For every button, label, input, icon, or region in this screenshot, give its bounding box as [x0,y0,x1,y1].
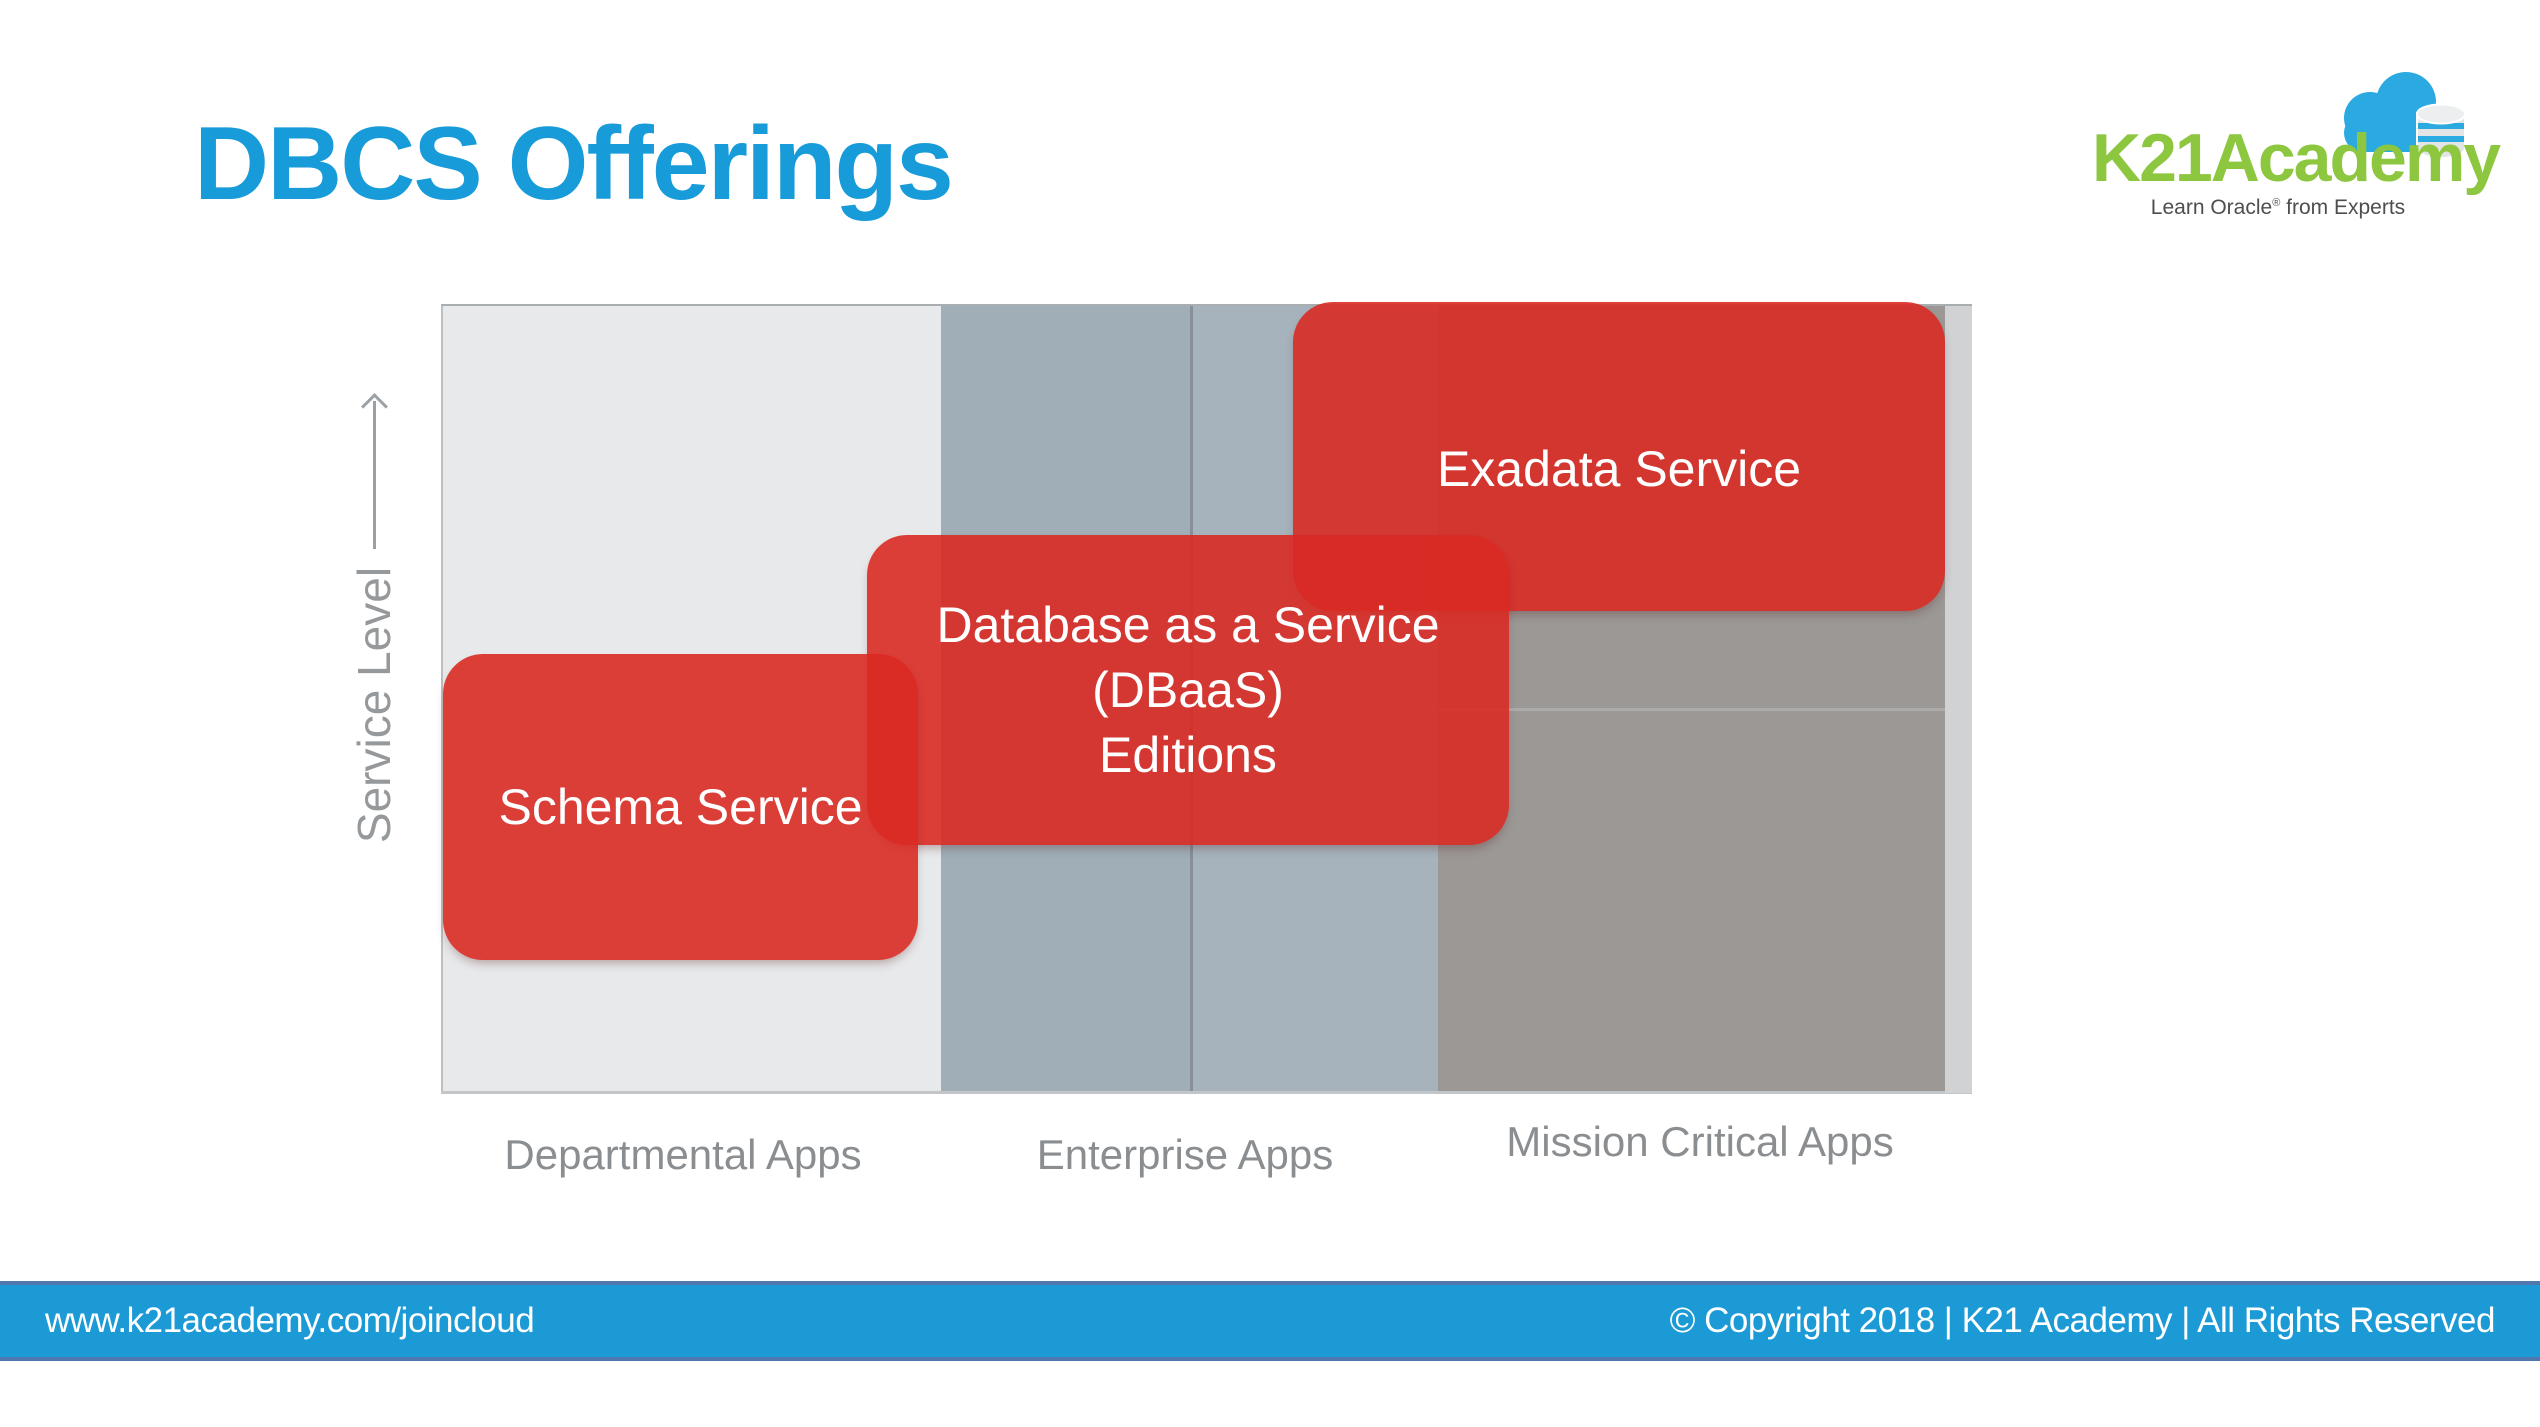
x-label-departmental-apps: Departmental Apps [504,1131,862,1178]
box-label-line1: Database as a Service [936,596,1440,653]
box-label: Schema Service [498,778,863,835]
plot-border-bottom [441,1091,1972,1094]
page-title: DBCS Offerings [194,106,954,222]
y-axis-label: Service Level [348,566,400,844]
logo-wordmark: K21Academy [2092,120,2501,196]
box-label: Exadata Service [1436,441,1802,497]
box-exadata-service: Exadata Service [1293,302,1945,611]
logo-tagline: Learn Oracle® from Experts [2150,196,2406,219]
box-label-line2: (DBaaS) [1092,661,1284,718]
box-schema-service: Schema Service [443,654,918,960]
box-label-line3: Editions [1099,726,1277,783]
footer-url: www.k21academy.com/joincloud [45,1301,535,1340]
axis-arrow-head-icon [360,393,388,420]
x-label-enterprise-apps: Enterprise Apps [1036,1131,1334,1178]
registered-mark: ® [2272,197,2281,209]
x-label-mission-critical-apps: Mission Critical Apps [1506,1118,1894,1165]
plot-border-left [441,306,443,1093]
cloud-database-icon [2344,72,2466,159]
k21academy-logo: K21Academy Learn Oracle® from Experts [2088,62,2501,242]
axis-arrow-line [372,400,376,549]
box-dbaas-editions: Database as a Service (DBaaS) Editions [867,535,1509,845]
plot-border-right [1945,306,1972,1093]
footer-bar: www.k21academy.com/joincloud © Copyright… [0,1281,2540,1361]
y-axis-service-level: Service Level [348,370,400,870]
row-divider-line [1438,708,1945,711]
plot-border-top [441,304,1972,306]
footer-copyright: © Copyright 2018 | K21 Academy | All Rig… [1669,1301,2496,1340]
